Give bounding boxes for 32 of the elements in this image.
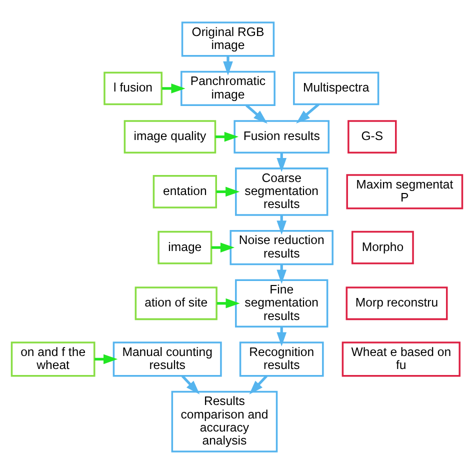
node-box: entation bbox=[152, 175, 217, 208]
node-box: Morp reconstru bbox=[346, 286, 448, 320]
arrow bbox=[181, 375, 200, 394]
node-box: image quality bbox=[124, 120, 216, 154]
node-box: ation of site bbox=[134, 286, 218, 320]
node-box: Panchromatic image bbox=[180, 70, 276, 106]
node-box: Multispectra bbox=[293, 72, 380, 106]
node-box: Fusion results bbox=[234, 120, 330, 154]
node-box: Fine segmentation results bbox=[235, 279, 328, 328]
arrow bbox=[296, 103, 320, 124]
node-box: Manual counting results bbox=[112, 342, 222, 377]
arrow bbox=[211, 242, 235, 252]
arrow bbox=[216, 186, 240, 197]
node-box: Wheat e based on fu bbox=[342, 342, 460, 377]
node-box: image bbox=[158, 230, 212, 264]
node-box: Results comparison and accuracy analysis bbox=[171, 390, 278, 452]
arrow bbox=[94, 354, 118, 364]
node-box: Original RGB image bbox=[181, 22, 275, 57]
node-box: Coarse segmentation results bbox=[235, 168, 328, 216]
arrow bbox=[162, 84, 186, 94]
node-box: Recognition results bbox=[239, 342, 324, 377]
arrow bbox=[249, 375, 268, 394]
node-box: Noise reduction results bbox=[230, 230, 334, 266]
arrow bbox=[223, 56, 233, 76]
node-box: Morpho bbox=[352, 230, 414, 264]
arrow bbox=[216, 298, 240, 308]
arrow bbox=[215, 132, 238, 142]
node-box: Maxim segmentat P bbox=[346, 174, 464, 210]
node-box: G-S bbox=[348, 120, 397, 154]
node-box: l fusion bbox=[104, 72, 162, 106]
arrow bbox=[246, 104, 268, 124]
node-box: on and f the wheat bbox=[10, 342, 96, 377]
